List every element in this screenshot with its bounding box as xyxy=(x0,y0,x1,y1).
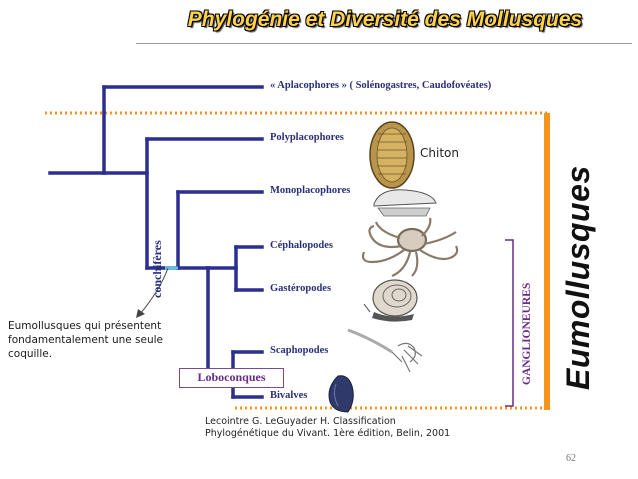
reference-line: Lecointre G. LeGuyader H. Classification xyxy=(205,416,396,427)
note-line: Eumollusques qui présentent xyxy=(8,320,162,332)
reference-line: Phylogénétique du Vivant. 1ère édition, … xyxy=(205,428,451,439)
page-number: 62 xyxy=(566,453,576,464)
note-arrow xyxy=(139,267,169,315)
note-arrow-head xyxy=(136,309,145,318)
scaphopod-illustration xyxy=(347,328,423,373)
chiton-illustration xyxy=(369,121,415,189)
page-title: Phylogénie et Diversité des Mollusques xyxy=(187,8,583,31)
title-divider xyxy=(136,43,632,44)
bivalve-illustration xyxy=(328,375,354,413)
eumollusques-bar xyxy=(544,113,550,410)
taxon-label-polyplacophores: Polyplacophores xyxy=(270,132,344,143)
loboconques-box: Loboconques xyxy=(179,368,284,388)
taxon-label-bivalves: Bivalves xyxy=(270,390,308,401)
ganglioneures-label: GANGLIONEURES xyxy=(521,282,533,385)
ganglioneures-bracket xyxy=(505,239,514,407)
note-text: Eumollusques qui présentent fondamentale… xyxy=(8,319,163,361)
note-line: fondamentalement une seule xyxy=(8,334,164,346)
note-line: coquille. xyxy=(8,348,53,360)
monoplacophore-illustration xyxy=(373,189,437,217)
reference-citation: Lecointre G. LeGuyader H. Classification… xyxy=(205,416,450,440)
taxon-label-cephalopodes: Céphalopodes xyxy=(270,240,334,251)
taxon-label-scaphopodes: Scaphopodes xyxy=(270,345,329,356)
taxon-label-gasteropodes: Gastéropodes xyxy=(270,283,332,294)
conchiferes-label: conchifères xyxy=(150,240,164,298)
chiton-label: Chiton xyxy=(420,146,459,160)
eumollusques-label: Eumollusques xyxy=(560,165,596,390)
octopus-illustration xyxy=(361,217,459,278)
taxon-label-aplacophores: « Aplacophores » ( Solénogastres, Caudof… xyxy=(270,80,492,91)
taxon-label-monoplacophores: Monoplacophores xyxy=(270,185,351,196)
snail-shell-illustration xyxy=(363,279,418,322)
